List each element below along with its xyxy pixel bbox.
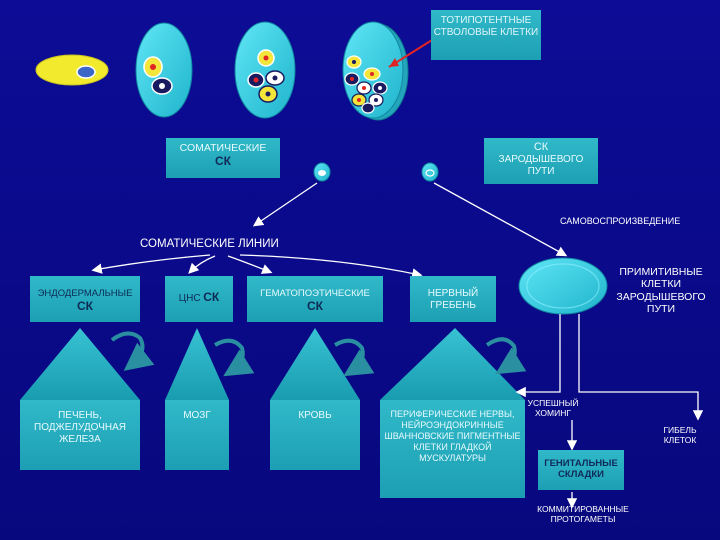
label-totipotent: ТОТИПОТЕНТНЫЕ СТВОЛОВЫЕ КЛЕТКИ <box>431 10 541 60</box>
embryo-2cell <box>135 22 193 118</box>
label-cell-death: ГИБЕЛЬ КЛЕТОК <box>663 425 697 446</box>
label-neural-crest: НЕРВНЫЙ ГРЕБЕНЬ <box>410 276 496 322</box>
cns-triangle <box>165 328 229 400</box>
somatic-sc-line1: СОМАТИЧЕСКИЕ <box>179 142 267 154</box>
morula-cells <box>342 21 409 121</box>
label-hematopoietic: ГЕМАТОПОЭТИЧЕСКИЕ СК <box>247 276 383 322</box>
somatic-sc-cell <box>313 162 331 182</box>
germ-sc-line2: ЗАРОДЫШЕВОГО ПУТИ <box>498 153 584 177</box>
germ-sc-cell <box>421 162 439 182</box>
label-brain: МОЗГ <box>165 400 229 470</box>
label-somatic-lines: СОМАТИЧЕСКИЕ ЛИНИИ <box>140 238 279 250</box>
neural-crest-triangle <box>380 328 525 400</box>
label-germ-sc: СК ЗАРОДЫШЕВОГО ПУТИ <box>484 138 598 184</box>
label-primitive-germ: ПРИМИТИВНЫЕ КЛЕТКИ ЗАРОДЫШЕВОГО ПУТИ <box>616 266 706 316</box>
embryo-4cell <box>234 21 296 119</box>
label-peripheral: ПЕРИФЕРИЧЕСКИЕ НЕРВЫ, НЕЙРОЭНДОКРИННЫЕ Ш… <box>380 400 525 498</box>
renewal-arrow-1 <box>110 331 155 371</box>
renewal-arrow-3 <box>333 338 375 377</box>
label-self-renewal: САМОВОСПРОИЗВЕДЕНИЕ <box>560 216 681 226</box>
cns-line1: ЦНС <box>178 293 201 304</box>
zygote-cell <box>35 54 109 86</box>
germ-sc-line1: СК <box>533 141 549 153</box>
label-homing: УСПЕШНЫЙ ХОМИНГ <box>527 398 579 419</box>
label-endodermal: ЭНДОДЕРМАЛЬНЫЕ СК <box>30 276 140 322</box>
endodermal-triangle <box>20 328 140 400</box>
label-somatic-sc: СОМАТИЧЕСКИЕ СК <box>166 138 280 178</box>
label-blood: КРОВЬ <box>270 400 360 470</box>
hematopoietic-line1: ГЕМАТОПОЭТИЧЕСКИЕ <box>260 288 370 299</box>
hematopoietic-line2: СК <box>307 299 323 314</box>
label-genital-ridges: ГЕНИТАЛЬНЫЕ СКЛАДКИ <box>538 450 624 490</box>
endodermal-line2: СК <box>77 299 93 314</box>
label-liver: ПЕЧЕНЬ, ПОДЖЕЛУДОЧНАЯ ЖЕЛЕЗА <box>20 400 140 470</box>
somatic-sc-line2: СК <box>215 154 231 169</box>
label-cns: ЦНС СК <box>165 276 233 322</box>
endodermal-line1: ЭНДОДЕРМАЛЬНЫЕ <box>37 288 133 299</box>
renewal-arrow-4 <box>485 337 527 375</box>
cns-line2: СК <box>203 290 220 304</box>
primitive-germ-cell <box>518 257 608 315</box>
hematopoietic-triangle <box>270 328 360 400</box>
label-committed: КОММИТИРОВАННЫЕ ПРОТОГАМЕТЫ <box>537 504 629 525</box>
renewal-arrow-2 <box>213 338 255 377</box>
